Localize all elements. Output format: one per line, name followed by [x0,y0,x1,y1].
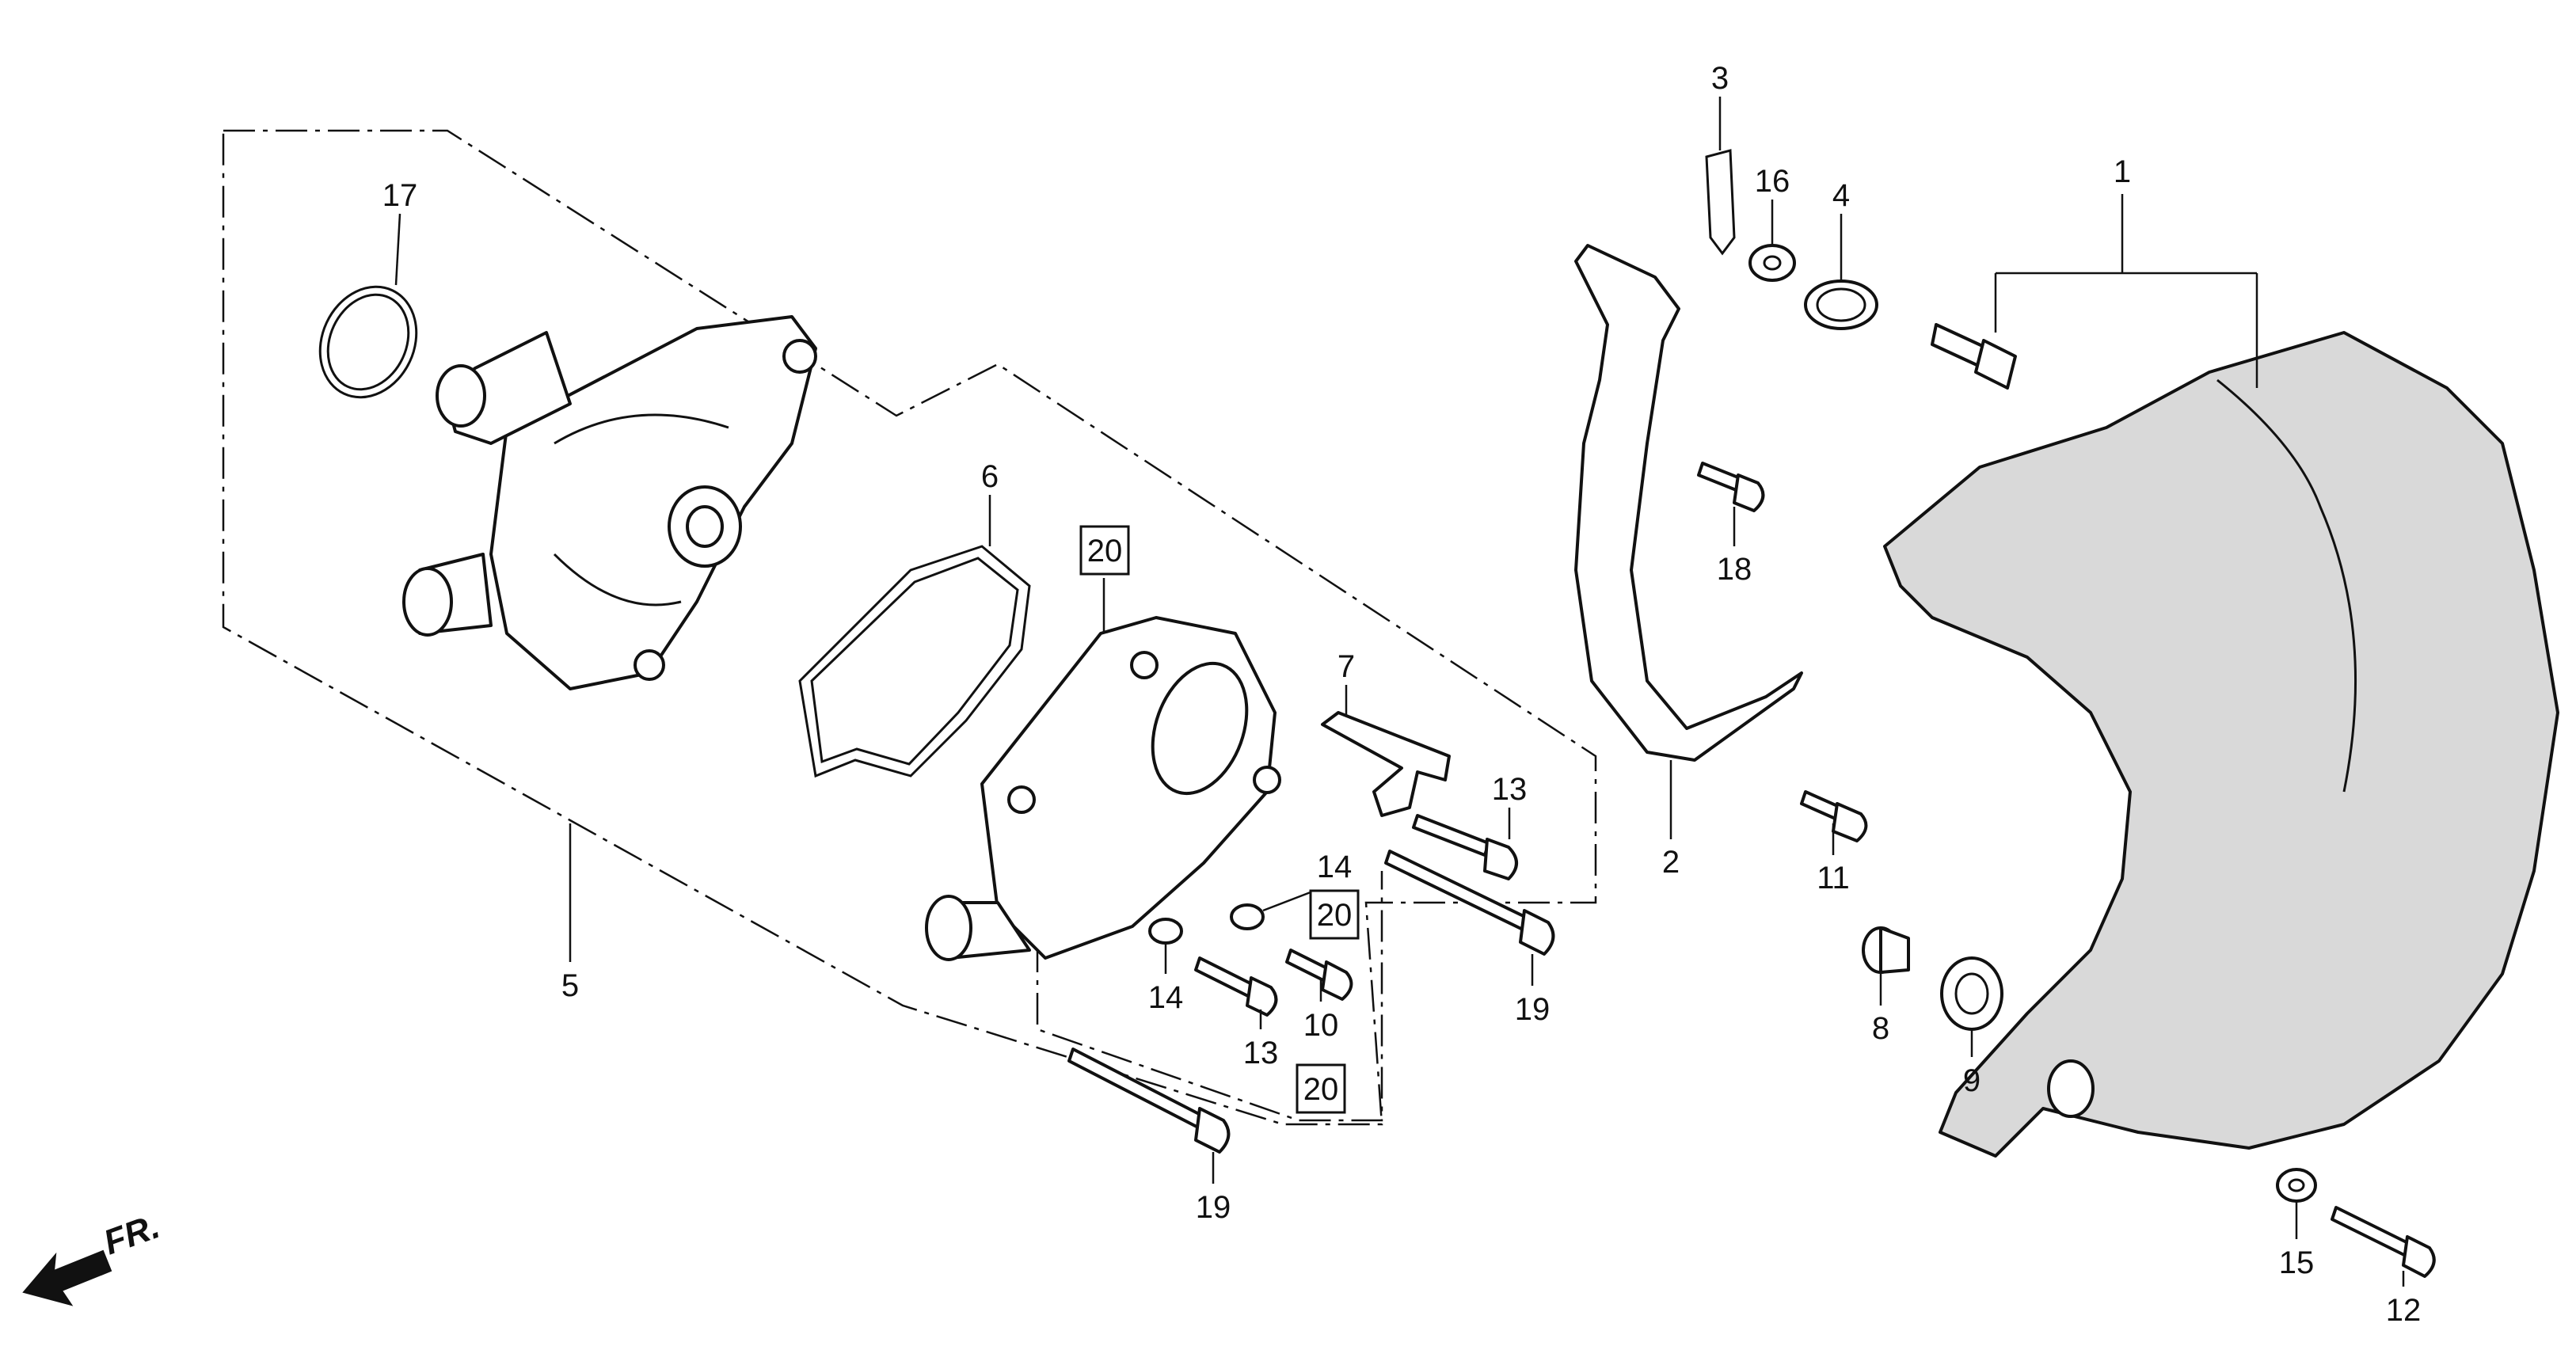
washer-14-right [1230,903,1265,930]
guide-plate-2 [1574,244,1803,762]
front-label: FR. [99,1207,165,1262]
callout-13a: 13 [1492,772,1528,807]
bolt-12 [2331,1206,2436,1278]
front-direction-indicator: FR. [22,1207,165,1306]
callout-18: 18 [1717,552,1752,587]
callout-12: 12 [2386,1293,2422,1328]
callout-7: 7 [1337,649,1355,684]
stud-1 [1931,323,2017,390]
callout-4: 4 [1832,178,1850,213]
leader-17 [394,213,401,286]
o-ring-17-inner [326,293,410,391]
callout-13b: 13 [1243,1036,1279,1070]
o-ring-17 [318,285,418,399]
callout-14b: 14 [1317,850,1353,884]
callout-5: 5 [561,968,579,1003]
callout-2: 2 [1662,845,1680,880]
bolt-13-lower [1194,956,1278,1017]
gasket-6 [798,545,1031,778]
bolt-11 [1800,790,1868,842]
bolt-10 [1285,949,1353,1001]
washer-16-hole [1763,255,1782,271]
callout-14a: 14 [1148,980,1184,1015]
boxed-callout-20a: 20 [1079,525,1130,576]
collar-8 [1862,926,1910,974]
callout-10: 10 [1303,1008,1339,1043]
callout-11: 11 [1817,861,1850,895]
callout-9: 9 [1963,1063,1981,1098]
clip-3 [1705,149,1736,256]
leader-14b [1262,889,1315,912]
callout-3: 3 [1711,61,1729,96]
callout-19a: 19 [1515,992,1551,1027]
washer-14-left [1148,918,1183,945]
cover-1-hole [2047,1059,2095,1118]
cover-1 [1883,331,2559,1158]
cover-1-ridge [2216,378,2357,793]
boxed-callout-20c: 20 [1296,1063,1346,1114]
bolt-13-upper [1412,814,1518,880]
grommet-9 [1940,956,2003,1031]
boxed-callout-20b: 20 [1309,889,1360,940]
svg-text:20: 20 [1317,898,1353,933]
washer-16 [1748,244,1796,282]
callout-6: 6 [981,459,999,494]
callout-8: 8 [1872,1011,1889,1046]
callout-16: 16 [1755,164,1790,199]
washer-15-hole [2288,1178,2305,1192]
callout-17: 17 [382,178,418,213]
svg-text:20: 20 [1087,534,1123,568]
svg-text:20: 20 [1303,1072,1339,1107]
callout-1: 1 [2114,154,2131,189]
washer-15 [2276,1168,2317,1203]
thermostat-housing [925,616,1281,961]
front-arrow-icon [22,1249,112,1306]
bracket-7 [1321,711,1451,817]
callout-15: 15 [2279,1245,2315,1280]
grommet-4 [1804,279,1878,330]
bolt-19-lower [1067,1048,1231,1154]
gasket-6-inner [810,557,1019,766]
water-pump-body [402,315,817,690]
bolt-18 [1697,462,1765,512]
leader-1 [1994,194,2258,388]
callout-19b: 19 [1196,1190,1231,1225]
bolt-19-upper [1384,850,1555,956]
